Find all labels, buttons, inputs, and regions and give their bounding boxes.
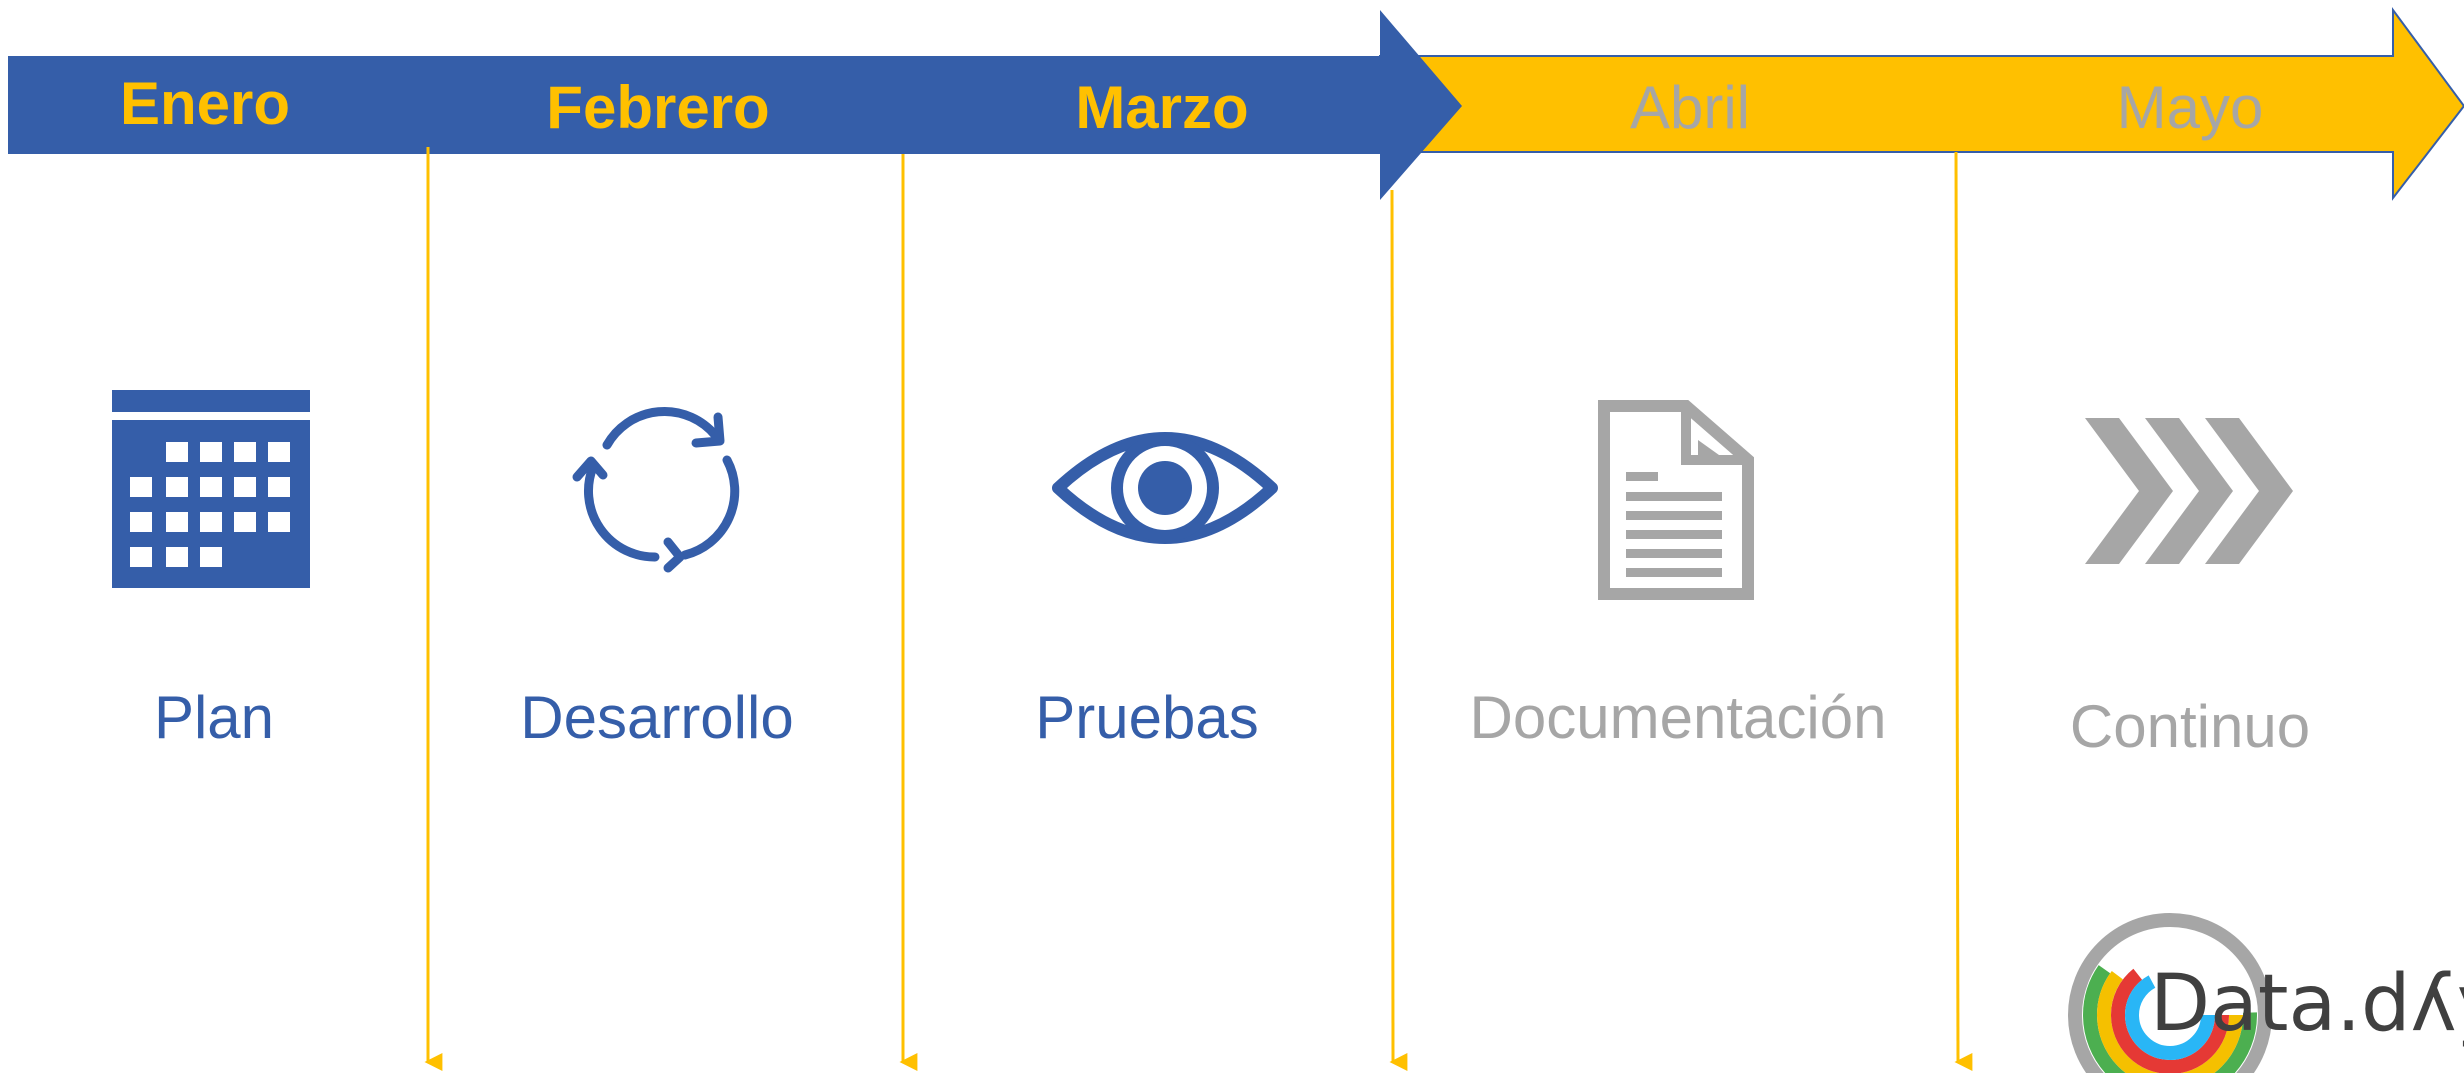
document-icon [1598,400,1754,600]
timeline-arrow-done [8,10,1462,200]
phase-label-plan: Plan [153,684,275,751]
phase-label-desarrollo: Desarrollo [520,684,794,751]
phase-label-pruebas: Pruebas [1035,684,1259,751]
eye-icon [1052,432,1278,544]
refresh-cycle-icon [572,407,740,573]
phase-label-documentacion: Documentación [1469,684,1887,751]
month-label-febrero: Febrero [546,74,770,141]
month-label-mayo: Mayo [2116,74,2264,141]
logo-wordmark: Data.dʎy [2150,959,2464,1049]
chevrons-right-icon [2085,418,2293,564]
month-label-abril: Abril [1629,74,1751,141]
data-day-logo [2068,913,2272,1073]
month-label-enero: Enero [119,70,291,137]
divider-line [1954,151,1973,1071]
month-label-marzo: Marzo [1075,74,1249,141]
phase-label-continuo: Continuo [2069,693,2311,760]
divider-line [1389,189,1408,1071]
timeline-arrow-pending [1379,6,2464,201]
calendar-icon [112,390,310,588]
